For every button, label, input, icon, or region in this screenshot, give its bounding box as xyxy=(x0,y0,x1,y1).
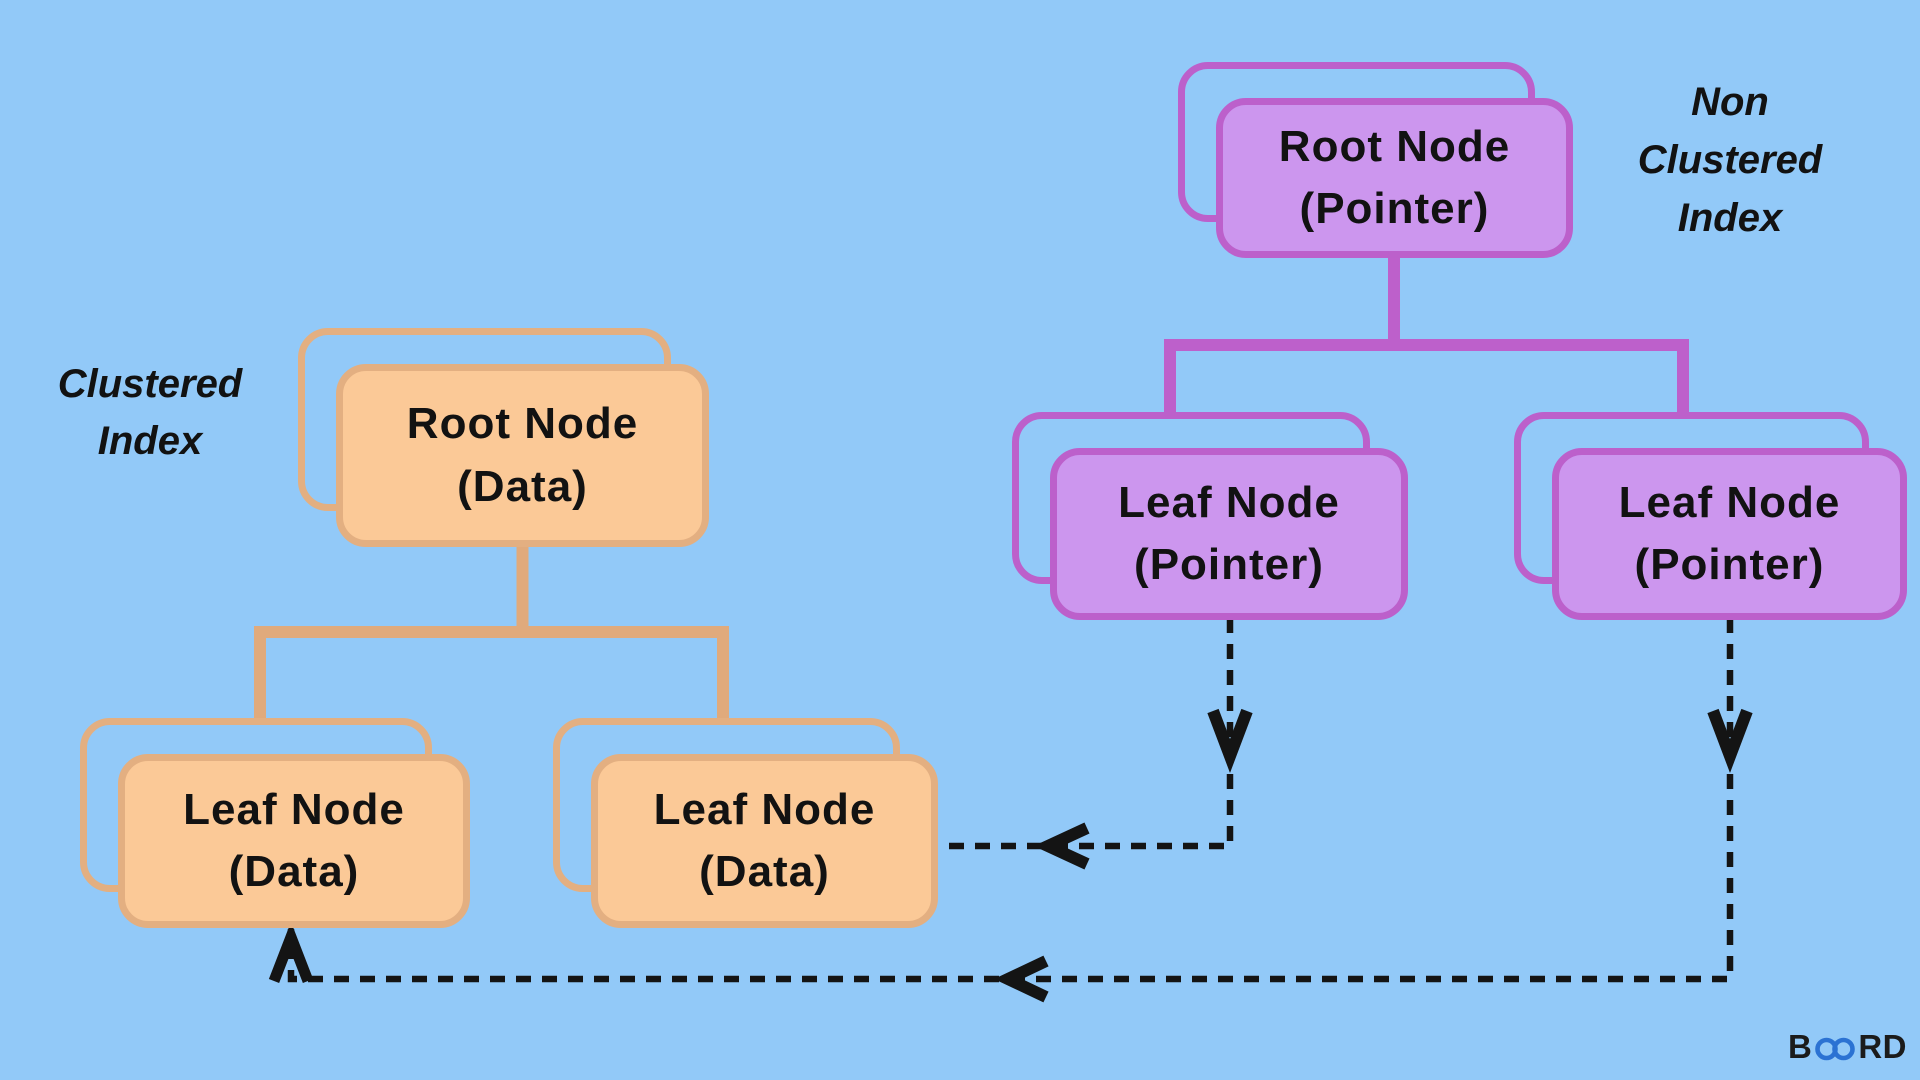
node-title: Root Node xyxy=(406,399,639,449)
node-card: Leaf Node (Data) xyxy=(591,754,938,928)
clustered-leaf-node-2: Leaf Node (Data) xyxy=(553,718,938,928)
clustered-tree-connector xyxy=(254,545,729,722)
non-clustered-tree-connector xyxy=(1164,256,1689,416)
label-line: Clustered xyxy=(57,362,243,406)
clustered-root-node: Root Node (Data) xyxy=(298,328,709,547)
arrowhead-left-icon xyxy=(1033,822,1090,870)
clustered-index-label: Clustered Index xyxy=(10,356,290,470)
label-line: Index xyxy=(97,419,203,463)
node-subtitle: (Pointer) xyxy=(1134,540,1324,589)
logo-text-suffix: RD xyxy=(1858,1028,1908,1065)
non-clustered-leaf-node-2: Leaf Node (Pointer) xyxy=(1514,412,1907,620)
node-card: Leaf Node (Data) xyxy=(118,754,470,928)
node-title: Leaf Node xyxy=(1118,477,1340,527)
non-clustered-index-label: Non Clustered Index xyxy=(1585,73,1875,247)
node-title: Root Node xyxy=(1278,121,1511,171)
node-card: Root Node (Data) xyxy=(336,364,709,547)
node-subtitle: (Pointer) xyxy=(1299,184,1490,233)
arrowhead-down-icon xyxy=(1207,708,1253,773)
infinity-icon xyxy=(1815,1037,1856,1061)
arrowhead-down-icon xyxy=(1707,708,1753,773)
pointer-route-1 xyxy=(941,618,1234,850)
node-title: Leaf Node xyxy=(1618,477,1841,527)
node-card: Root Node (Pointer) xyxy=(1216,98,1573,258)
label-line: Non xyxy=(1691,80,1769,124)
node-subtitle: (Data) xyxy=(699,847,830,896)
node-title: Leaf Node xyxy=(183,784,405,834)
arrowhead-up-icon xyxy=(268,921,314,983)
node-card: Leaf Node (Pointer) xyxy=(1552,448,1907,620)
node-subtitle: (Pointer) xyxy=(1634,540,1825,589)
clustered-leaf-node-1: Leaf Node (Data) xyxy=(80,718,470,928)
non-clustered-leaf-node-1: Leaf Node (Pointer) xyxy=(1012,412,1408,620)
board-infinity-logo: B RD xyxy=(1788,1028,1907,1066)
arrowhead-left-icon xyxy=(993,955,1049,1003)
label-line: Clustered xyxy=(1637,138,1823,182)
logo-text-prefix: B xyxy=(1788,1028,1813,1065)
node-card: Leaf Node (Pointer) xyxy=(1050,448,1408,620)
non-clustered-root-node: Root Node (Pointer) xyxy=(1178,62,1573,258)
node-subtitle: (Data) xyxy=(228,847,360,896)
node-title: Leaf Node xyxy=(653,784,876,834)
label-line: Index xyxy=(1677,196,1783,240)
pointer-route-2 xyxy=(287,618,1734,983)
node-subtitle: (Data) xyxy=(457,461,588,511)
